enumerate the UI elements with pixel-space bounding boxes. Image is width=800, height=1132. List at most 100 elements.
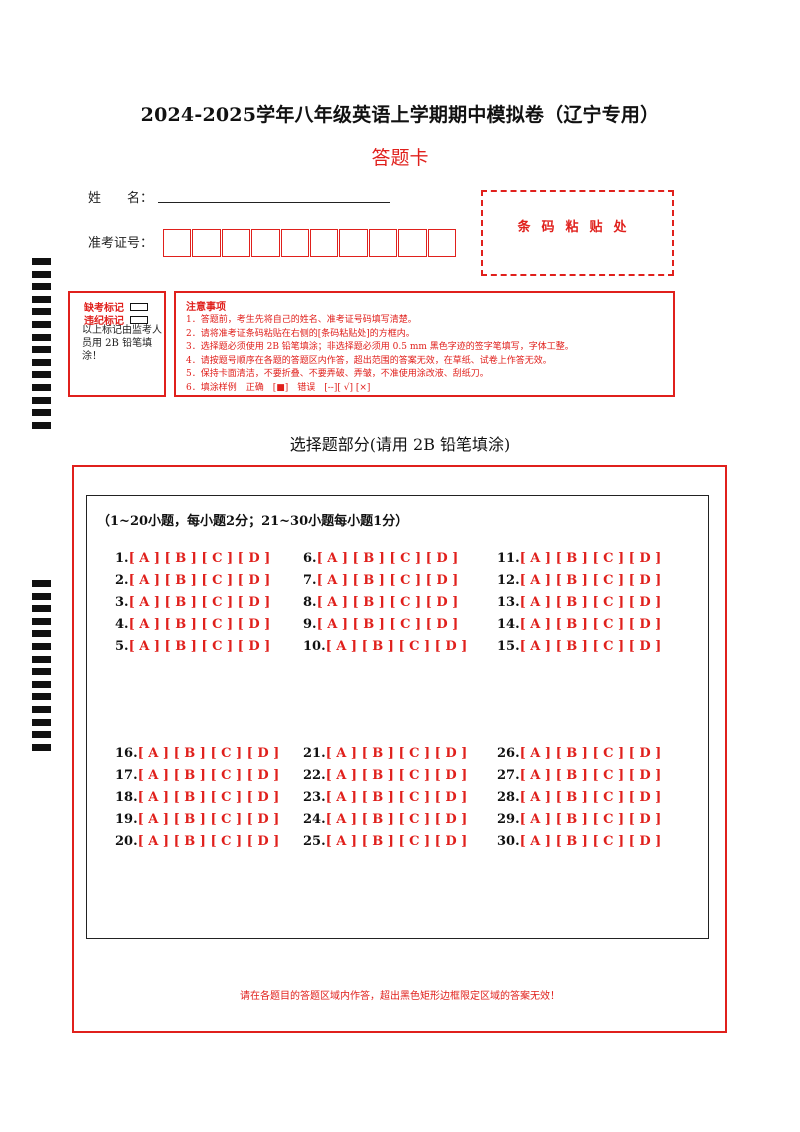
question-number: 6. [303,551,317,566]
question-row[interactable]: 27.[ A ] [ B ] [ C ] [ D ] [497,768,661,783]
answer-options[interactable]: [ A ] [ B ] [ C ] [ D ] [128,573,271,588]
answer-options[interactable]: [ A ] [ B ] [ C ] [ D ] [316,617,459,632]
question-row[interactable]: 14.[ A ] [ B ] [ C ] [ D ] [497,617,661,632]
answer-options[interactable]: [ A ] [ B ] [ C ] [ D ] [519,573,662,588]
exam-id-digit-box[interactable] [251,229,280,257]
exam-id-digit-box[interactable] [398,229,427,257]
timing-mark [32,668,51,676]
barcode-label: 条码粘贴处 [517,220,638,235]
timing-mark [32,346,51,354]
answer-options[interactable]: [ A ] [ B ] [ C ] [ D ] [128,595,271,610]
question-row[interactable]: 15.[ A ] [ B ] [ C ] [ D ] [497,639,661,654]
question-row[interactable]: 28.[ A ] [ B ] [ C ] [ D ] [497,790,661,805]
question-number: 12. [497,573,520,588]
answer-options[interactable]: [ A ] [ B ] [ C ] [ D ] [325,746,468,761]
question-row[interactable]: 23.[ A ] [ B ] [ C ] [ D ] [303,790,467,805]
question-row[interactable]: 7.[ A ] [ B ] [ C ] [ D ] [303,573,458,588]
answer-options[interactable]: [ A ] [ B ] [ C ] [ D ] [316,595,459,610]
question-row[interactable]: 18.[ A ] [ B ] [ C ] [ D ] [115,790,279,805]
question-row[interactable]: 6.[ A ] [ B ] [ C ] [ D ] [303,551,458,566]
question-row[interactable]: 21.[ A ] [ B ] [ C ] [ D ] [303,746,467,761]
question-row[interactable]: 20.[ A ] [ B ] [ C ] [ D ] [115,834,279,849]
timing-mark [32,743,51,751]
answer-options[interactable]: [ A ] [ B ] [ C ] [ D ] [519,834,662,849]
answer-options[interactable]: [ A ] [ B ] [ C ] [ D ] [519,768,662,783]
question-row[interactable]: 4.[ A ] [ B ] [ C ] [ D ] [115,617,270,632]
barcode-area[interactable]: 条码粘贴处 [481,190,674,276]
answer-options[interactable]: [ A ] [ B ] [ C ] [ D ] [128,551,271,566]
answer-options[interactable]: [ A ] [ B ] [ C ] [ D ] [128,617,271,632]
answer-options[interactable]: [ A ] [ B ] [ C ] [ D ] [519,617,662,632]
question-number: 2. [115,573,129,588]
exam-id-digit-box[interactable] [368,229,398,257]
answer-options[interactable]: [ A ] [ B ] [ C ] [ D ] [519,746,662,761]
alignment-markers-top [32,258,51,434]
answer-options[interactable]: [ A ] [ B ] [ C ] [ D ] [325,812,468,827]
answer-options[interactable]: [ A ] [ B ] [ C ] [ D ] [128,639,271,654]
question-row[interactable]: 19.[ A ] [ B ] [ C ] [ D ] [115,812,279,827]
timing-mark [32,383,51,391]
violation-checkbox[interactable] [130,315,148,324]
question-number: 23. [303,790,326,805]
question-row[interactable]: 17.[ A ] [ B ] [ C ] [ D ] [115,768,279,783]
timing-mark [32,630,51,638]
note-item: 4．请按题号顺序在各题的答题区内作答，超出范围的答案无效，在草纸、试卷上作答无效… [186,355,552,366]
answer-options[interactable]: [ A ] [ B ] [ C ] [ D ] [137,812,280,827]
question-row[interactable]: 5.[ A ] [ B ] [ C ] [ D ] [115,639,270,654]
question-row[interactable]: 13.[ A ] [ B ] [ C ] [ D ] [497,595,661,610]
question-row[interactable]: 16.[ A ] [ B ] [ C ] [ D ] [115,746,279,761]
exam-id-digit-box[interactable] [192,229,221,257]
note-item: 2．请将准考证条码粘贴在右侧的[条码粘贴处]的方框内。 [186,328,415,339]
answer-options[interactable]: [ A ] [ B ] [ C ] [ D ] [325,790,468,805]
question-row[interactable]: 10.[ A ] [ B ] [ C ] [ D ] [303,639,467,654]
answer-options[interactable]: [ A ] [ B ] [ C ] [ D ] [519,639,662,654]
answer-options[interactable]: [ A ] [ B ] [ C ] [ D ] [325,834,468,849]
answer-options[interactable]: [ A ] [ B ] [ C ] [ D ] [137,746,280,761]
question-row[interactable]: 29.[ A ] [ B ] [ C ] [ D ] [497,812,661,827]
question-row[interactable]: 11.[ A ] [ B ] [ C ] [ D ] [497,551,661,566]
question-row[interactable]: 1.[ A ] [ B ] [ C ] [ D ] [115,551,270,566]
exam-id-digit-box[interactable] [163,229,192,257]
timing-mark [32,295,51,303]
question-row[interactable]: 22.[ A ] [ B ] [ C ] [ D ] [303,768,467,783]
answer-options[interactable]: [ A ] [ B ] [ C ] [ D ] [137,768,280,783]
name-input-line[interactable] [158,202,390,203]
answer-options[interactable]: [ A ] [ B ] [ C ] [ D ] [316,551,459,566]
question-row[interactable]: 24.[ A ] [ B ] [ C ] [ D ] [303,812,467,827]
timing-mark [32,270,51,278]
note-item: 3．选择题必须使用 2B 铅笔填涂；非选择题必须用 0.5 mm 黑色字迹的签字… [186,342,574,352]
question-row[interactable]: 25.[ A ] [ B ] [ C ] [ D ] [303,834,467,849]
question-row[interactable]: 12.[ A ] [ B ] [ C ] [ D ] [497,573,661,588]
answer-options[interactable]: [ A ] [ B ] [ C ] [ D ] [137,834,280,849]
exam-id-digit-box[interactable] [309,229,339,257]
timing-mark [32,308,51,316]
question-number: 5. [115,639,129,654]
question-row[interactable]: 2.[ A ] [ B ] [ C ] [ D ] [115,573,270,588]
question-row[interactable]: 26.[ A ] [ B ] [ C ] [ D ] [497,746,661,761]
notes-panel: 注意事项 1．答题前，考生先将自己的姓名、准考证号码填写清楚。 2．请将准考证条… [174,291,675,397]
question-row[interactable]: 3.[ A ] [ B ] [ C ] [ D ] [115,595,270,610]
answer-options[interactable]: [ A ] [ B ] [ C ] [ D ] [519,790,662,805]
question-row[interactable]: 30.[ A ] [ B ] [ C ] [ D ] [497,834,661,849]
question-number: 22. [303,768,326,783]
answer-options[interactable]: [ A ] [ B ] [ C ] [ D ] [137,790,280,805]
answer-options[interactable]: [ A ] [ B ] [ C ] [ D ] [519,551,662,566]
answer-options[interactable]: [ A ] [ B ] [ C ] [ D ] [325,768,468,783]
answer-options[interactable]: [ A ] [ B ] [ C ] [ D ] [325,639,468,654]
exam-id-digit-box[interactable] [339,229,368,257]
answer-options[interactable]: [ A ] [ B ] [ C ] [ D ] [519,595,662,610]
exam-id-digit-box[interactable] [427,229,456,257]
note-item: 5．保持卡面清洁，不要折叠、不要弄破、弄皱，不准使用涂改液、刮纸刀。 [186,369,489,379]
answer-options[interactable]: [ A ] [ B ] [ C ] [ D ] [519,812,662,827]
timing-mark [32,617,51,625]
question-row[interactable]: 9.[ A ] [ B ] [ C ] [ D ] [303,617,458,632]
answer-options[interactable]: [ A ] [ B ] [ C ] [ D ] [316,573,459,588]
timing-mark [32,605,51,613]
timing-mark [32,396,51,404]
absent-checkbox[interactable] [130,302,148,311]
exam-id-digit-box[interactable] [221,229,251,257]
absent-mark-panel: 缺考标记 违纪标记 以上标记由监考人员用 2B 铅笔填涂！ [68,291,166,397]
question-row[interactable]: 8.[ A ] [ B ] [ C ] [ D ] [303,595,458,610]
question-number: 25. [303,834,326,849]
exam-id-digit-box[interactable] [280,229,309,257]
